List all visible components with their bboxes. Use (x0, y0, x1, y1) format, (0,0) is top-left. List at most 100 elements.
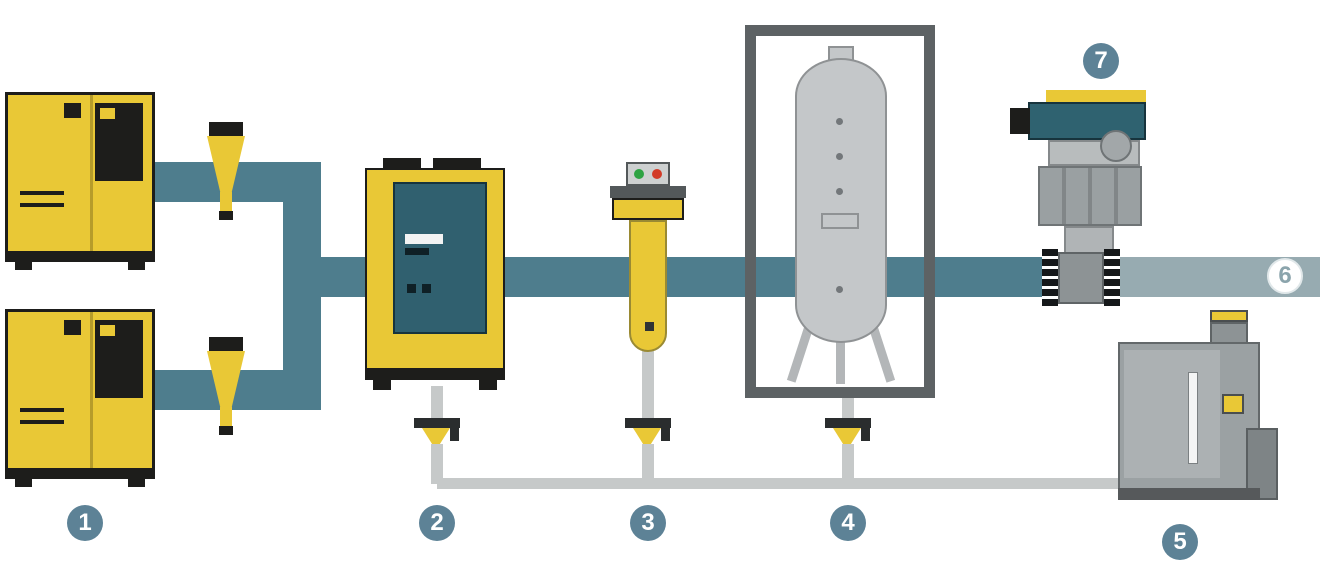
condensate-collection-pipe (437, 478, 1120, 489)
filter-bracket (610, 186, 686, 198)
valve-flange (1042, 249, 1058, 307)
compressor-louver (20, 420, 64, 424)
compressor-base (8, 468, 152, 476)
separator-cone (207, 351, 245, 409)
treatment-unit-tower-cap (1210, 310, 1248, 322)
filter-head (612, 198, 684, 220)
vessel-fitting (836, 188, 843, 195)
dryer-foot (479, 380, 497, 390)
green-indicator-light (634, 169, 644, 179)
compressor-1 (5, 92, 155, 270)
separator-drain-tip (219, 426, 233, 435)
badge-compressors: 1 (67, 505, 103, 541)
vessel-nameplate (821, 213, 859, 229)
receiver-leg (836, 328, 845, 384)
condensate-drain-icon (625, 418, 671, 448)
dryer-foot (373, 380, 391, 390)
dryer-button (407, 284, 416, 293)
compressor-louver (20, 203, 64, 207)
treatment-unit-sight-glass (1188, 372, 1198, 464)
dryer-vent (433, 158, 481, 170)
actuator-handwheel-icon (1100, 130, 1132, 162)
dryer-button (422, 284, 431, 293)
separator-stem (220, 192, 232, 211)
valve-body (1058, 252, 1104, 304)
drain-housing (414, 418, 460, 428)
cyclone-separator-icon (206, 337, 246, 437)
actuator-head (1028, 102, 1146, 140)
treatment-unit-service-port (1222, 394, 1244, 414)
compressor-panel-display (100, 108, 115, 119)
badge-number: 4 (841, 509, 855, 536)
air-receiver-vessel (795, 58, 887, 343)
compressor-vent (64, 320, 81, 335)
compressor-louver (20, 191, 64, 195)
badge-filter: 3 (630, 505, 666, 541)
compressor-control-panel (95, 103, 143, 181)
actuator-side-connector (1010, 108, 1030, 134)
condensate-stem-filter (642, 350, 654, 422)
condensate-stub (642, 444, 654, 484)
condensate-drain-icon (414, 418, 460, 448)
compressor-foot (128, 259, 145, 270)
separator-cap (209, 337, 243, 351)
drain-funnel (833, 428, 861, 444)
badge-dryer: 2 (419, 505, 455, 541)
condensate-stem-dryer (431, 386, 443, 422)
compressor-vent (64, 103, 81, 118)
actuator-housing (1038, 166, 1142, 226)
badge-air-main: 6 (1267, 258, 1303, 294)
condensate-stub (842, 444, 854, 484)
badge-number: 2 (430, 509, 444, 536)
badge-valve: 7 (1083, 43, 1119, 79)
red-indicator-light (652, 169, 662, 179)
badge-number: 7 (1094, 47, 1108, 74)
badge-number: 5 (1173, 528, 1187, 555)
compressor-base (8, 251, 152, 259)
badge-number: 1 (78, 509, 92, 536)
vessel-fitting (836, 153, 843, 160)
actuator-top-cover (1046, 90, 1146, 102)
dryer-cabinet (365, 168, 505, 370)
refrigeration-dryer (365, 158, 505, 390)
badge-number: 3 (641, 509, 655, 536)
separator-cap (209, 122, 243, 136)
compressor-foot (15, 259, 32, 270)
drain-valve-block (450, 428, 459, 441)
drain-housing (625, 418, 671, 428)
condensate-drain-icon (825, 418, 871, 448)
compressor-foot (15, 476, 32, 487)
drain-valve-block (861, 428, 870, 441)
treatment-unit-panel (1124, 350, 1220, 478)
compressor-seam (90, 312, 93, 476)
compressor-louver (20, 408, 64, 412)
differential-pressure-indicator (626, 162, 670, 186)
compressor-seam (90, 95, 93, 259)
dryer-control-mark (405, 248, 429, 255)
separator-cone (207, 136, 245, 194)
filter-drain-port (645, 322, 654, 331)
compressor-foot (128, 476, 145, 487)
compressed-air-filter (610, 162, 686, 354)
drain-funnel (633, 428, 661, 444)
compressor-2 (5, 309, 155, 487)
drain-housing (825, 418, 871, 428)
valve-flange (1104, 249, 1120, 307)
condensate-stem-tank (842, 394, 854, 422)
compressor-control-panel (95, 320, 143, 398)
badge-receiver: 4 (830, 505, 866, 541)
compressor-panel-display (100, 325, 115, 336)
dryer-base (365, 370, 505, 380)
treatment-unit-base (1118, 488, 1260, 500)
separator-drain-tip (219, 211, 233, 220)
dryer-vent (383, 158, 421, 170)
badge-condensate-unit: 5 (1162, 524, 1198, 560)
drain-funnel (422, 428, 450, 444)
receiver-mounting-frame (745, 25, 935, 398)
badge-number: 6 (1278, 262, 1292, 289)
vessel-fitting (836, 118, 843, 125)
dryer-front-panel (393, 182, 487, 334)
dryer-display (405, 234, 443, 244)
condensate-stub (431, 444, 443, 484)
